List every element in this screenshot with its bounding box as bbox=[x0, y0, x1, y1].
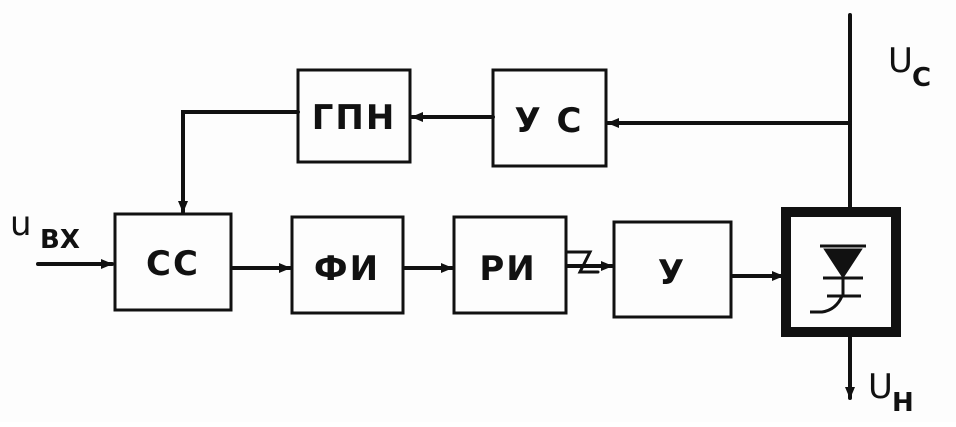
u-label: У bbox=[658, 253, 686, 293]
u-in-label: u ВХ bbox=[10, 204, 80, 255]
wire-gpn-to-ss bbox=[178, 110, 300, 214]
u-c-label: U С bbox=[888, 41, 931, 93]
us-label: У С bbox=[514, 101, 583, 141]
u-n-sub: Н bbox=[892, 388, 914, 418]
u-block bbox=[612, 220, 733, 319]
u-n-label: U Н bbox=[868, 367, 914, 418]
ri-block bbox=[452, 215, 568, 315]
fi-label: ФИ bbox=[314, 249, 380, 289]
ss-block bbox=[113, 212, 233, 312]
thyristor-icon bbox=[810, 244, 866, 314]
ri-label: РИ bbox=[479, 249, 536, 289]
u-c-main: U bbox=[888, 41, 913, 81]
gpn-label: ГПН bbox=[312, 98, 397, 138]
thyristor-block bbox=[781, 207, 901, 337]
u-in-main: u bbox=[10, 204, 32, 244]
us-block bbox=[491, 68, 608, 168]
ri-pulse-mark bbox=[564, 250, 600, 274]
ss-label: СС bbox=[146, 244, 200, 284]
u-c-sub: С bbox=[912, 63, 931, 93]
u-n-main: U bbox=[868, 367, 893, 407]
u-in-sub: ВХ bbox=[40, 225, 80, 255]
gpn-block bbox=[296, 68, 412, 164]
fi-block bbox=[290, 215, 405, 315]
